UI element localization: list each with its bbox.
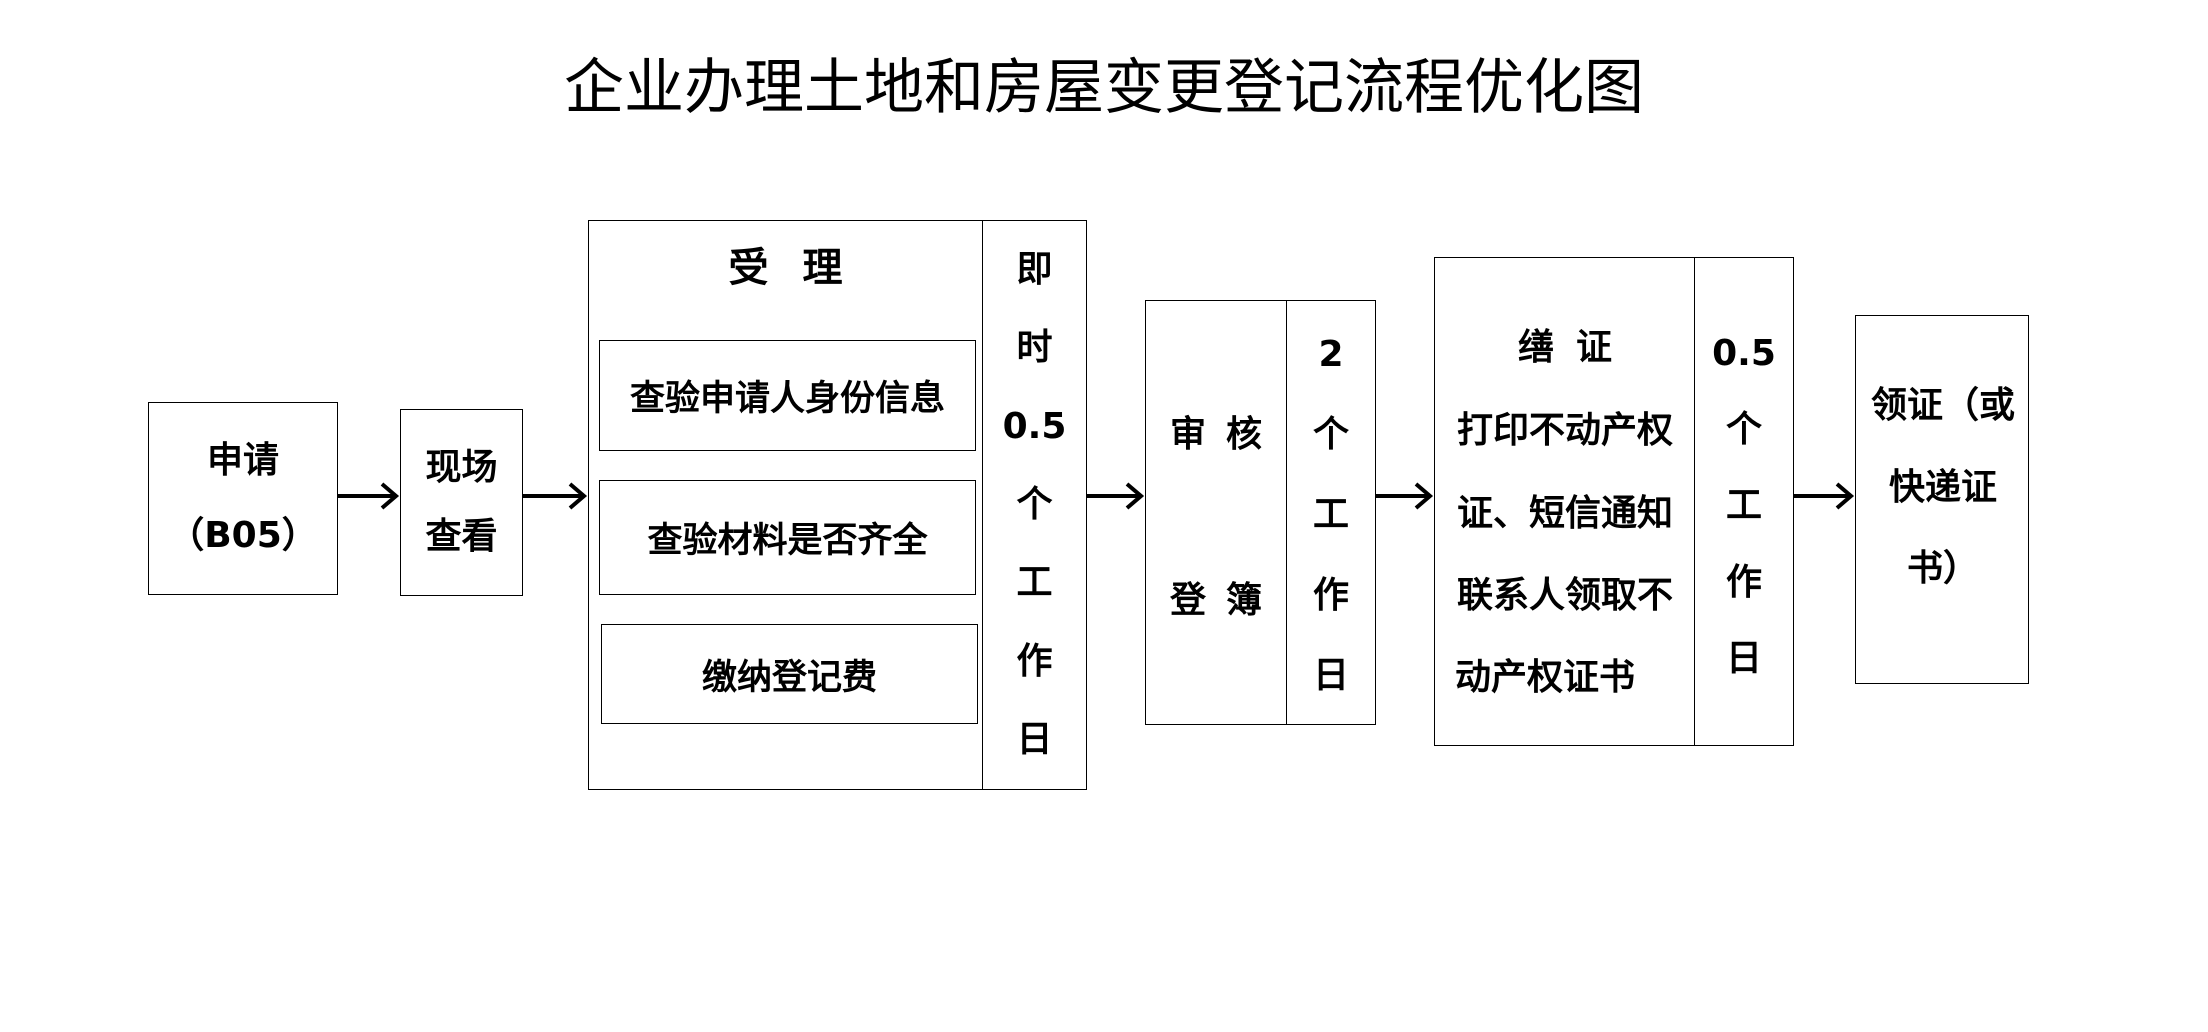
- collect-certificate-box: 领证（或 快递证 书）: [1855, 315, 2029, 684]
- arrow-accept-to-review-icon: [1087, 482, 1145, 510]
- collect-line2: 快递证: [1888, 467, 1997, 508]
- apply-step-label: 申请: [206, 439, 279, 481]
- certificate-step-box: 缮证 打印不动产权 证、短信通知 联系人领取不 动产权证书 0.5 个 工 作 …: [1434, 257, 1794, 746]
- collect-line1: 领证（或: [1870, 385, 2015, 426]
- apply-step-code: （B05）: [168, 515, 318, 557]
- arrow-inspect-to-accept-icon: [523, 482, 588, 510]
- register-label: 登簿: [1169, 580, 1282, 621]
- collect-line3: 书）: [1906, 548, 1979, 589]
- acceptance-heading: 受理: [728, 245, 877, 291]
- acceptance-duration: 即 时 0.5 个 工 作 日: [982, 221, 1086, 789]
- certificate-text-line2: 证、短信通知: [1456, 493, 1673, 534]
- certificate-text-line3: 联系人领取不: [1456, 575, 1673, 616]
- site-inspection-box: 现场 查看: [400, 409, 523, 596]
- site-inspection-line2: 查看: [425, 515, 498, 557]
- arrow-apply-to-inspect-icon: [338, 482, 400, 510]
- review-step-box: 审核 登簿 2 个 工 作 日: [1145, 300, 1376, 725]
- site-inspection-line1: 现场: [425, 447, 498, 489]
- acceptance-item-materials: 查验材料是否齐全: [599, 480, 976, 595]
- arrow-review-to-certify-icon: [1376, 482, 1434, 510]
- review-duration: 2 个 工 作 日: [1286, 301, 1375, 724]
- certificate-duration: 0.5 个 工 作 日: [1694, 258, 1793, 745]
- acceptance-item-identity: 查验申请人身份信息: [599, 340, 976, 451]
- certificate-text-line4: 动产权证书: [1455, 657, 1636, 698]
- certificate-heading: 缮证: [1517, 327, 1634, 368]
- apply-step-box: 申请 （B05）: [148, 402, 338, 595]
- diagram-title: 企业办理土地和房屋变更登记流程优化图: [564, 53, 1644, 123]
- certificate-text-line1: 打印不动产权: [1456, 410, 1673, 451]
- acceptance-step-box: 受理 查验申请人身份信息 查验材料是否齐全 缴纳登记费 即 时 0.5 个 工 …: [588, 220, 1087, 790]
- acceptance-item-fee: 缴纳登记费: [601, 624, 978, 724]
- arrow-certify-to-collect-icon: [1794, 482, 1855, 510]
- review-label: 审核: [1169, 414, 1282, 455]
